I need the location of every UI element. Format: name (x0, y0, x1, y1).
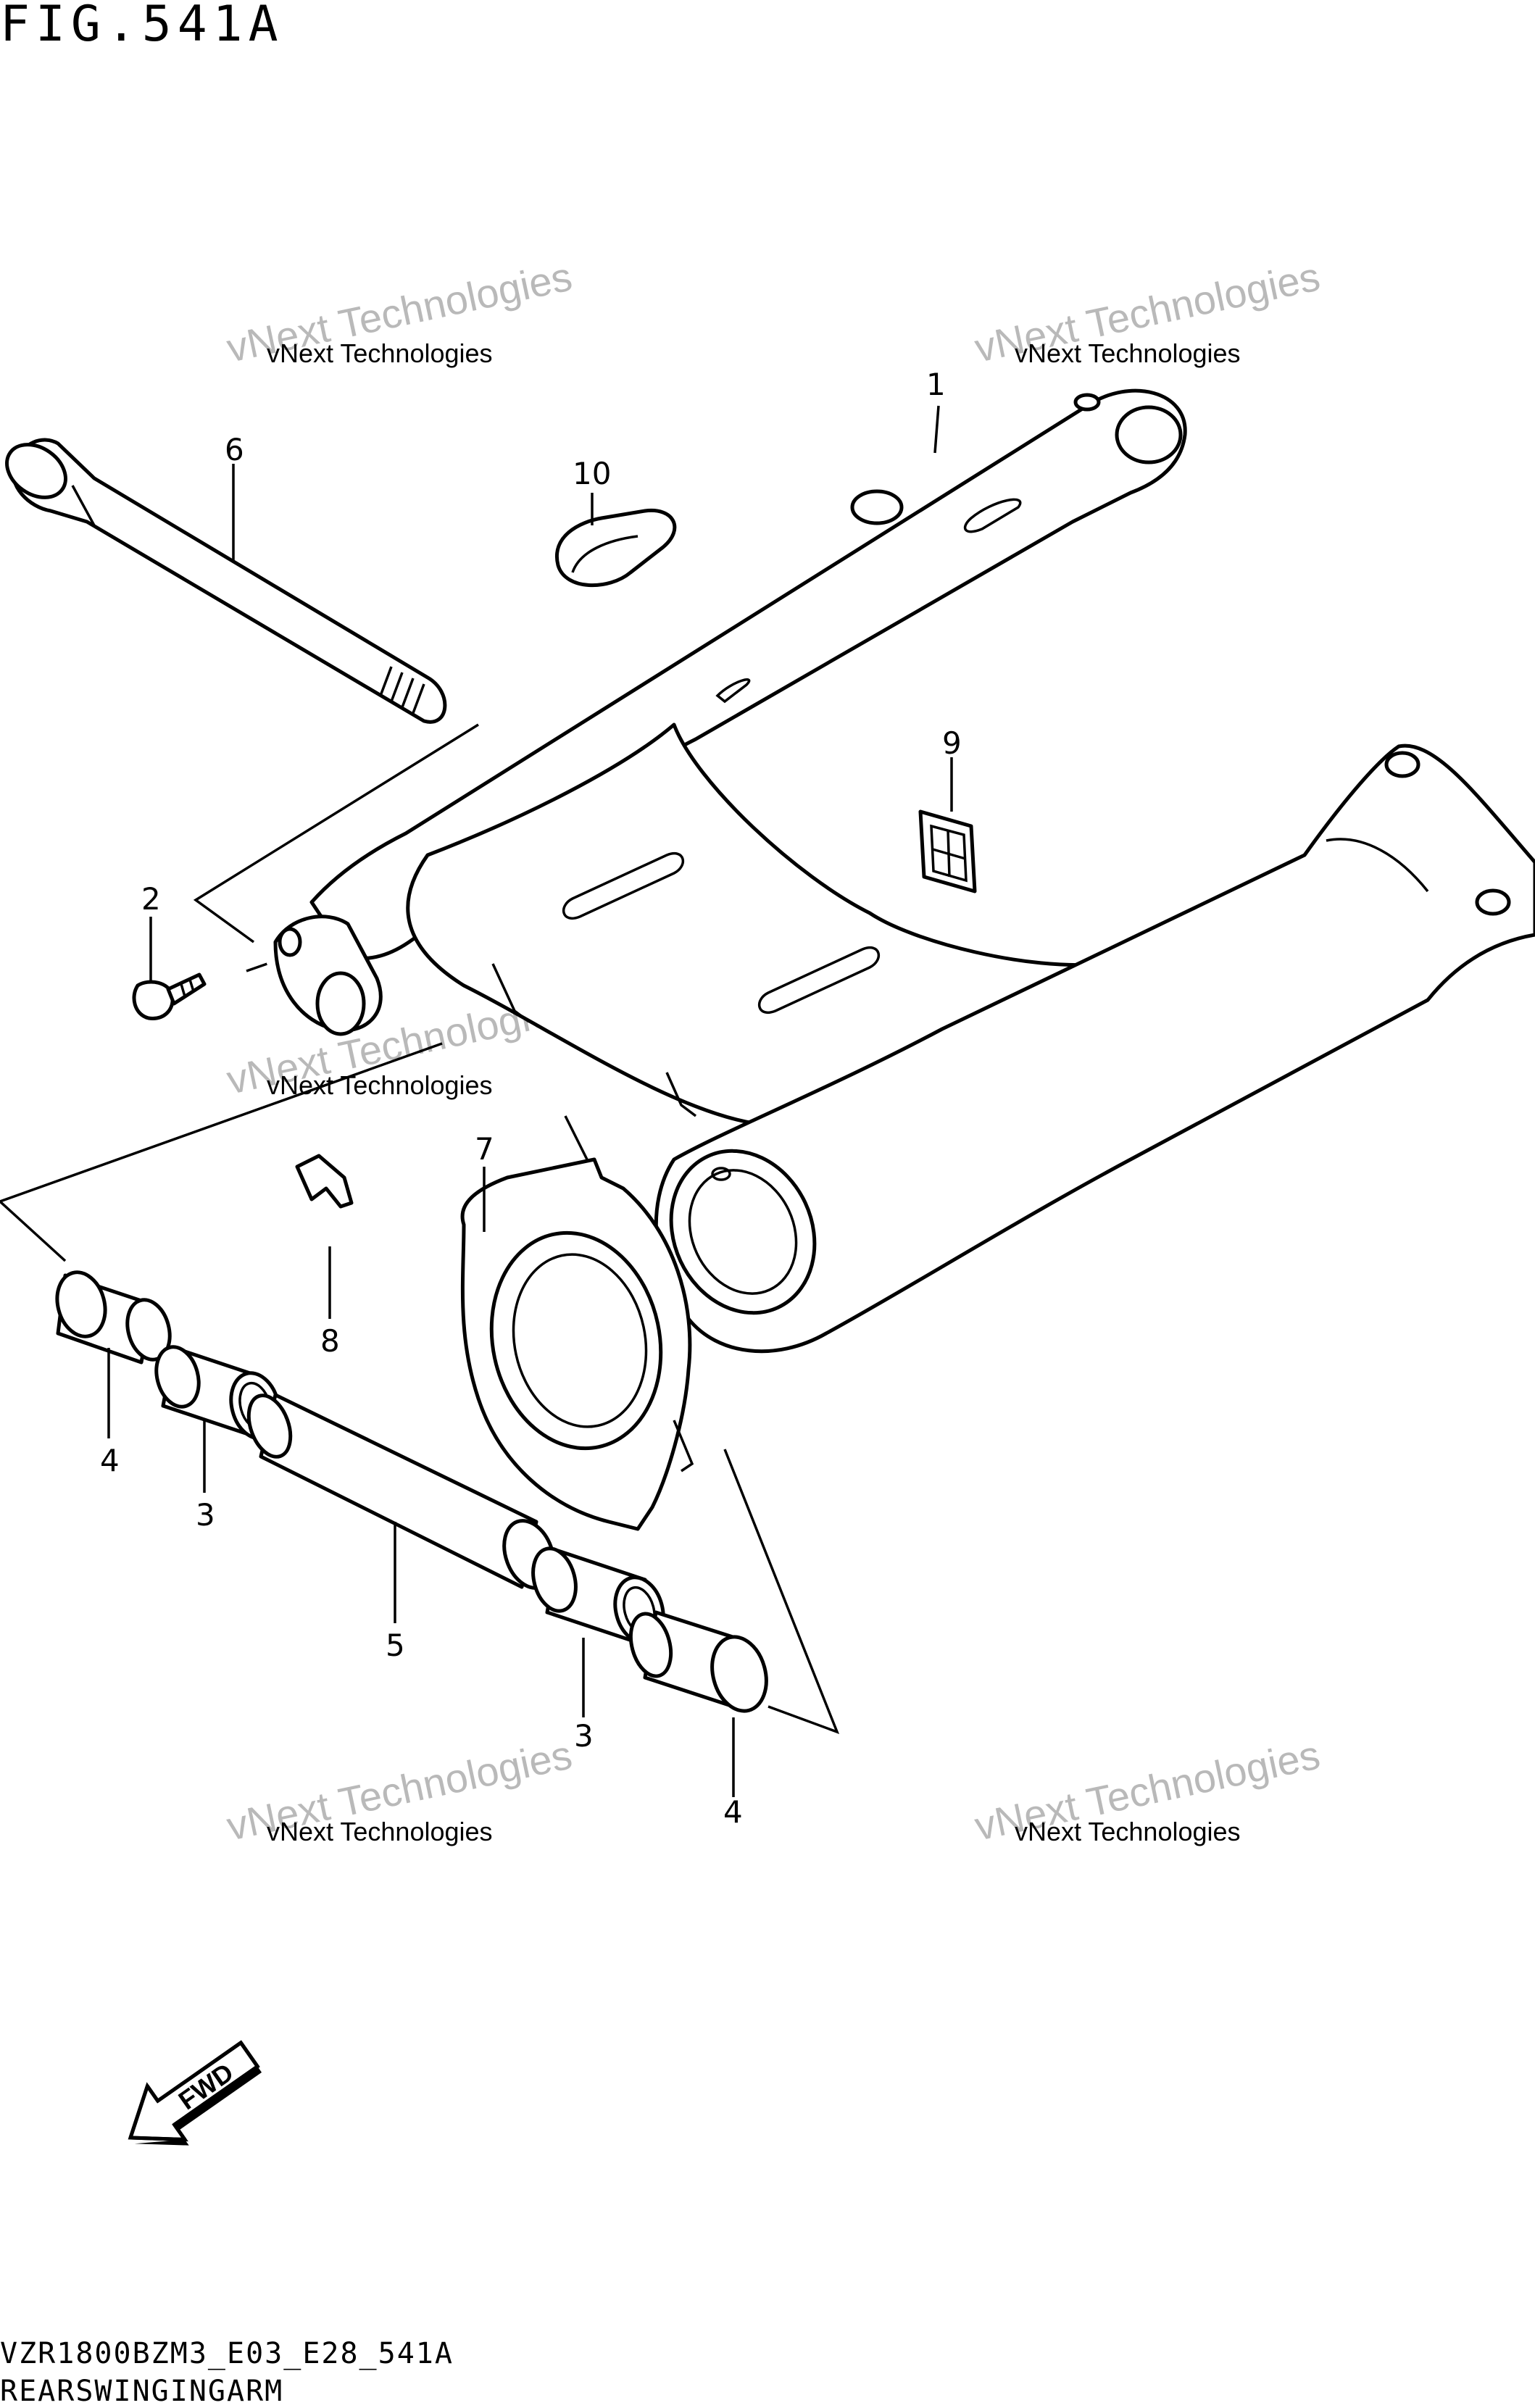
callout-4b: 4 (723, 1794, 743, 1830)
callout-3a: 3 (196, 1497, 215, 1533)
callout-10: 10 (573, 456, 611, 491)
svg-text:vNext Technologies: vNext Technologies (267, 1817, 493, 1846)
watermark: vNext Technologies vNext Technologies (970, 1731, 1323, 1849)
collar-right (628, 1610, 768, 1713)
housing-bore (669, 1149, 817, 1315)
watermark: vNext Technologies vNext Technologies (222, 1731, 575, 1849)
boot-ring (460, 1157, 694, 1531)
svg-text:vNext Technologies: vNext Technologies (267, 1070, 493, 1100)
callout-3b: 3 (574, 1718, 594, 1754)
callout-5: 5 (386, 1628, 405, 1663)
footer-model-code: VZR1800BZM3_E03_E28_541A (0, 2337, 454, 2370)
callout-1: 1 (926, 367, 946, 402)
plug (554, 508, 677, 588)
collar-left (55, 1270, 172, 1365)
watermark: vNext Technologies vNext Technologies (222, 253, 575, 370)
svg-text:vNext Technologies: vNext Technologies (1015, 1817, 1241, 1846)
pivot-hole-lower (315, 971, 366, 1036)
bolt (132, 972, 207, 1020)
footer-section-name: REARSWINGINGARM (0, 2375, 284, 2408)
callout-8: 8 (320, 1323, 340, 1359)
callout-6: 6 (225, 432, 244, 467)
callout-2: 2 (141, 881, 161, 917)
figure-title: FIG.541A (0, 0, 284, 53)
swingarm (273, 388, 1535, 1354)
leader-lines (107, 405, 953, 1797)
callout-labels: 1 2 3 3 4 4 5 6 7 8 9 10 (100, 367, 962, 1830)
fwd-arrow-icon: FWD (128, 2040, 262, 2146)
callout-7: 7 (475, 1131, 494, 1167)
svg-text:vNext Technologies: vNext Technologies (267, 338, 493, 368)
pivot-shaft (5, 438, 447, 724)
pivot-hole-upper (1115, 405, 1183, 464)
callout-9: 9 (942, 725, 962, 761)
clip (295, 1154, 354, 1209)
callout-4a: 4 (100, 1443, 120, 1478)
svg-text:vNext Technologies: vNext Technologies (1015, 338, 1241, 368)
label-plate (918, 809, 977, 893)
